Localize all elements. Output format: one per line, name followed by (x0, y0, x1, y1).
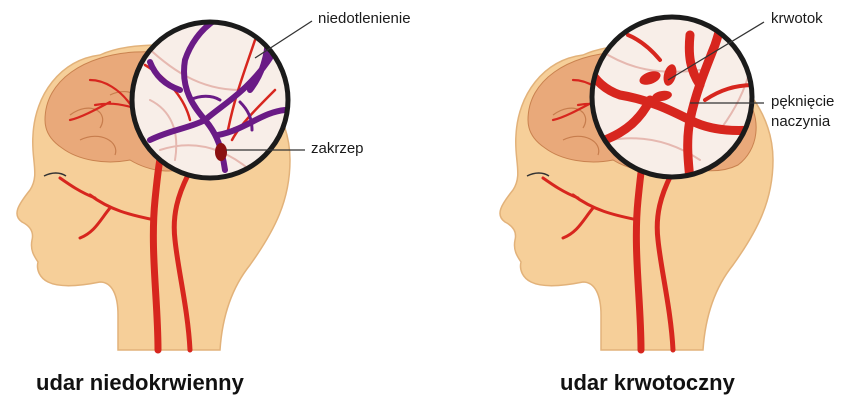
callout-line-hypoxia (255, 21, 312, 58)
label-hypoxia: niedotlenienie (318, 9, 411, 29)
label-clot: zakrzep (311, 139, 364, 159)
magnifier-clot-icon (132, 20, 288, 178)
label-bleed: krwotok (771, 9, 823, 29)
clot-marker (215, 143, 227, 161)
caption-hemorrhagic: udar krwotoczny (560, 370, 735, 396)
label-rupture-line2: naczynia (771, 112, 830, 132)
caption-ischemic: udar niedokrwienny (36, 370, 244, 396)
label-rupture-line1: pęknięcie (771, 92, 834, 112)
